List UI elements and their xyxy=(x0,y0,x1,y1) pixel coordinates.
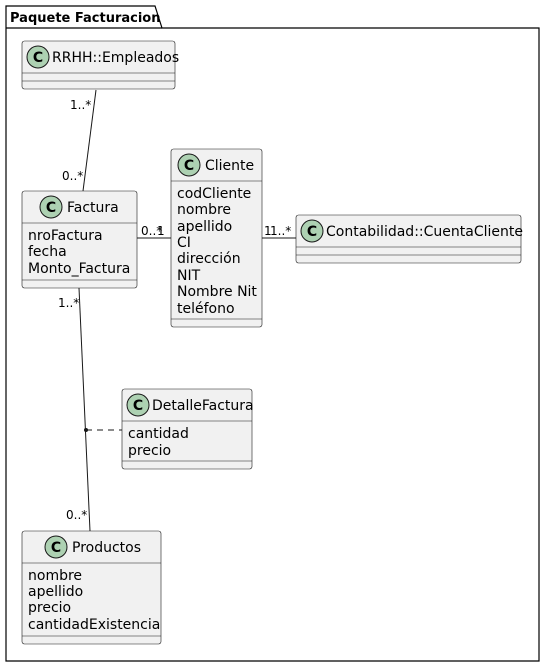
class-cliente[interactable]: C Cliente codCliente nombre apellido CI … xyxy=(170,148,263,328)
mult-factura-bottom: 1..* xyxy=(58,296,79,310)
class-stereotype-letter: C xyxy=(51,540,61,556)
class-stereotype-icon xyxy=(39,195,63,219)
edge-empleados-factura xyxy=(82,89,97,192)
class-name: RRHH::Empleados xyxy=(52,50,179,66)
class-stereotype-icon xyxy=(26,45,50,69)
class-attribute: dirección xyxy=(177,251,241,267)
class-attribute: Monto_Factura xyxy=(28,261,130,277)
class-name: Contabilidad::CuentaCliente xyxy=(326,224,523,240)
class-attribute: nombre xyxy=(177,202,231,218)
package-title: Paquete Facturacion xyxy=(10,11,160,26)
class-stereotype-letter: C xyxy=(46,200,56,216)
mult-cliente-right: 1 xyxy=(264,224,272,238)
class-empleados[interactable]: C RRHH::Empleados xyxy=(21,40,179,90)
class-attribute: teléfono xyxy=(177,301,235,317)
class-stereotype-letter: C xyxy=(33,50,43,66)
class-attribute: CI xyxy=(177,235,191,251)
mult-empleados-side: 1..* xyxy=(70,98,91,112)
class-stereotype-icon xyxy=(300,219,324,243)
edge-factura-productos xyxy=(78,287,91,532)
class-stereotype-letter: C xyxy=(184,158,194,174)
mult-cuenta-left: 1..* xyxy=(270,224,291,238)
mult-cliente-left: 1 xyxy=(157,224,165,238)
class-name: Cliente xyxy=(205,158,254,174)
class-detalle-factura[interactable]: C DetalleFactura cantidad precio xyxy=(121,388,254,470)
class-attribute: Nombre Nit xyxy=(177,284,257,300)
package-frame: Paquete Facturacion xyxy=(5,5,540,662)
class-attribute: precio xyxy=(28,600,71,616)
class-stereotype-letter: C xyxy=(133,398,143,414)
class-attribute: cantidad xyxy=(128,426,189,442)
class-attribute: precio xyxy=(128,443,171,459)
class-attribute: fecha xyxy=(28,244,67,260)
class-cuenta-cliente[interactable]: C Contabilidad::CuentaCliente xyxy=(295,214,523,264)
association-point xyxy=(84,428,88,432)
mult-productos-top: 0..* xyxy=(66,508,87,522)
class-factura[interactable]: C Factura nroFactura fecha Monto_Factura xyxy=(21,190,138,289)
class-stereotype-icon xyxy=(126,393,150,417)
class-name: DetalleFactura xyxy=(152,398,254,414)
class-name: Productos xyxy=(72,540,141,556)
class-attribute: apellido xyxy=(28,584,83,600)
class-stereotype-icon xyxy=(177,153,201,177)
mult-factura-top: 0..* xyxy=(62,169,83,183)
mult-factura-right: 0..* xyxy=(141,224,162,238)
multiplicities: 1..* 0..* 0..* 1 1 1..* 1..* 0..* xyxy=(58,98,291,522)
class-stereotype-icon xyxy=(44,535,68,559)
relations xyxy=(78,89,296,532)
class-attribute: nombre xyxy=(28,568,82,584)
class-attribute: NIT xyxy=(177,268,201,284)
class-attribute: apellido xyxy=(177,219,232,235)
class-productos[interactable]: C Productos nombre apellido precio canti… xyxy=(21,530,162,645)
class-attribute: codCliente xyxy=(177,186,251,202)
class-attribute: cantidadExistencia xyxy=(28,617,160,633)
class-attribute: nroFactura xyxy=(28,228,103,244)
class-name: Factura xyxy=(67,200,119,216)
class-stereotype-letter: C xyxy=(307,224,317,240)
